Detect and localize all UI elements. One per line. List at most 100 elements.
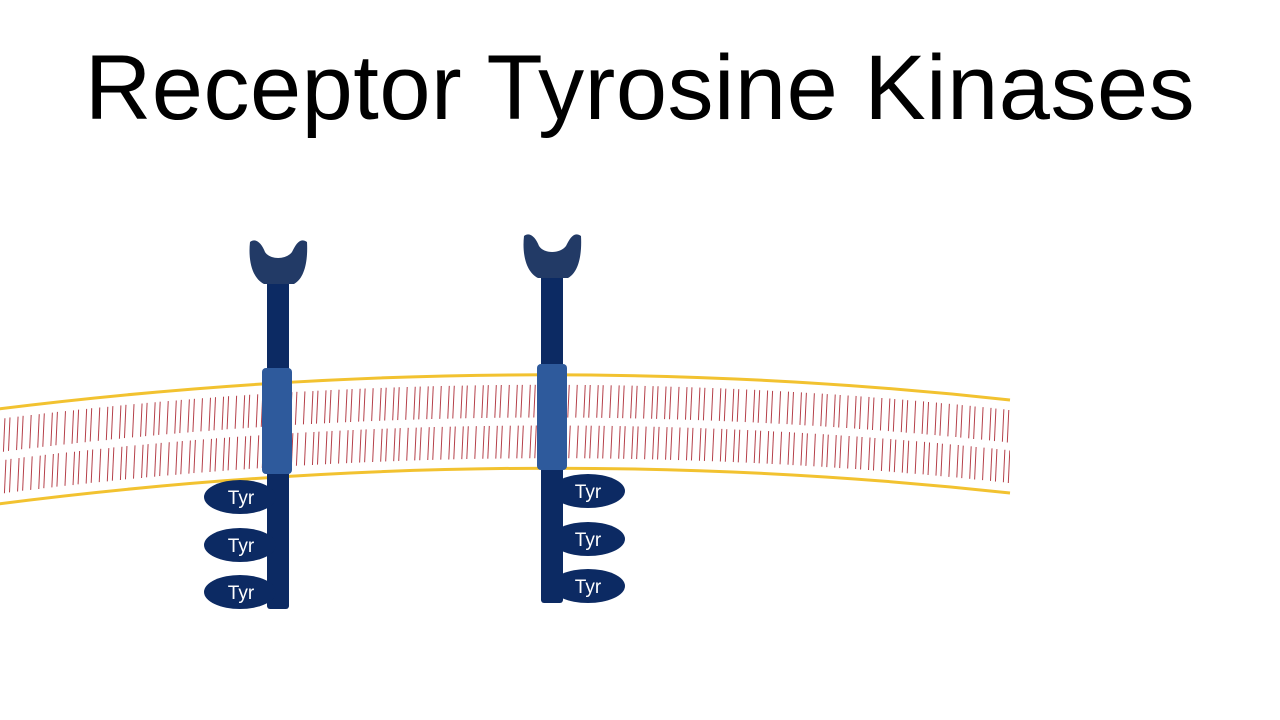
lipid-tail xyxy=(235,436,239,470)
lipid-tail xyxy=(657,426,660,460)
tyrosine-residue: Tyr xyxy=(204,480,276,514)
lipid-tail xyxy=(834,435,837,468)
lipid-tail xyxy=(880,438,884,472)
lipid-tail xyxy=(630,385,633,419)
lipid-tail xyxy=(623,426,626,459)
lipid-tail xyxy=(656,386,659,419)
lipid-tail xyxy=(960,405,963,438)
lipid-tail xyxy=(90,449,94,483)
lipid-tail xyxy=(670,427,673,460)
lipid-tail xyxy=(414,427,417,461)
lipid-tail xyxy=(242,395,246,429)
lipid-tail xyxy=(533,384,536,418)
lipid-tail xyxy=(84,408,88,443)
lipid-tail xyxy=(213,397,217,431)
lipid-tail xyxy=(968,405,971,439)
lipid-tail xyxy=(787,432,791,465)
lipid-tail xyxy=(690,427,694,461)
lipid-tail xyxy=(993,408,997,442)
lipid-tail xyxy=(609,385,612,418)
lipid-tail xyxy=(800,432,803,466)
lipid-tail xyxy=(988,407,992,441)
lipid-tail xyxy=(22,457,25,491)
lipid-tail xyxy=(214,438,218,472)
lipid-tail xyxy=(684,387,688,420)
lipid-tail xyxy=(520,384,523,418)
lipid-tail xyxy=(351,429,354,463)
lipid-tail xyxy=(200,398,203,432)
lipid-tail xyxy=(678,427,681,461)
lipid-tail xyxy=(534,425,537,459)
lipid-tail xyxy=(350,389,353,422)
lipid-tail xyxy=(330,430,333,464)
lipid-tail xyxy=(227,437,231,471)
lipid-tail xyxy=(141,444,144,478)
lipid-tail xyxy=(859,396,862,429)
lipid-tail xyxy=(37,414,40,448)
lipid-tail xyxy=(934,402,937,436)
lipid-tail xyxy=(226,396,230,430)
lipid-tail xyxy=(8,458,12,493)
lipid-tail xyxy=(622,385,625,419)
receptor-left: Tyr Tyr Tyr xyxy=(204,240,308,609)
lipid-tail xyxy=(961,445,964,479)
membrane-inner-edge xyxy=(0,466,1011,506)
lipid-tail xyxy=(583,384,586,418)
lipid-tail xyxy=(359,429,362,463)
svg-text:Tyr: Tyr xyxy=(228,583,255,604)
lipid-tail xyxy=(140,403,143,437)
lipid-tail xyxy=(846,395,849,429)
lipid-tail xyxy=(871,397,875,431)
lipid-tail xyxy=(192,398,195,432)
lipid-tail xyxy=(460,385,463,419)
lipid-tail xyxy=(406,427,409,461)
lipid-tail xyxy=(208,397,211,431)
lipid-tail xyxy=(786,391,790,425)
lipid-tail xyxy=(119,446,123,481)
tyrosine-residue: Tyr xyxy=(204,575,276,609)
lipid-tail xyxy=(43,454,46,489)
lipid-tail xyxy=(56,453,59,487)
lipid-tail xyxy=(568,425,571,459)
lipid-tail xyxy=(89,408,93,442)
lipid-tail xyxy=(665,427,668,460)
lipid-tail xyxy=(521,425,524,459)
lipid-tail xyxy=(724,429,728,462)
lipid-tail xyxy=(956,444,959,478)
lipid-tail xyxy=(29,414,32,449)
lipid-tail xyxy=(222,437,226,471)
lipid-tail xyxy=(825,394,828,427)
lipid-tail xyxy=(473,385,476,419)
lipid-tail xyxy=(427,427,430,461)
lipid-tail xyxy=(413,386,416,420)
lipid-tail xyxy=(21,415,24,450)
lipid-tail xyxy=(499,384,502,418)
lipid-tail xyxy=(719,428,723,462)
lipid-tail xyxy=(158,401,161,435)
lipid-tail xyxy=(447,385,450,419)
lipid-tail xyxy=(221,396,225,430)
lipid-tail xyxy=(255,394,259,428)
lipid-tail xyxy=(16,416,19,451)
lipid-tail xyxy=(180,441,183,475)
lipid-tail xyxy=(766,431,770,464)
tyrosine-residue: Tyr xyxy=(551,522,625,556)
lipid-tail xyxy=(110,406,114,440)
svg-text:Tyr: Tyr xyxy=(228,536,255,557)
lipid-tail xyxy=(55,411,58,446)
lipid-tail xyxy=(7,417,11,451)
lipid-tail xyxy=(453,426,456,460)
lipid-tail xyxy=(30,456,33,490)
lipid-tail xyxy=(804,392,807,426)
lipid-tail xyxy=(494,385,497,418)
lipid-tail xyxy=(940,443,943,477)
lipid-tail xyxy=(652,426,655,460)
lipid-tail xyxy=(921,401,925,434)
lipid-tail xyxy=(906,440,910,474)
lipid-tail xyxy=(452,385,455,419)
lipid-tail xyxy=(393,428,396,462)
lipid-tail xyxy=(124,446,128,480)
slide-title: Receptor Tyrosine Kinases xyxy=(84,37,1196,139)
lipid-tail xyxy=(731,388,735,422)
